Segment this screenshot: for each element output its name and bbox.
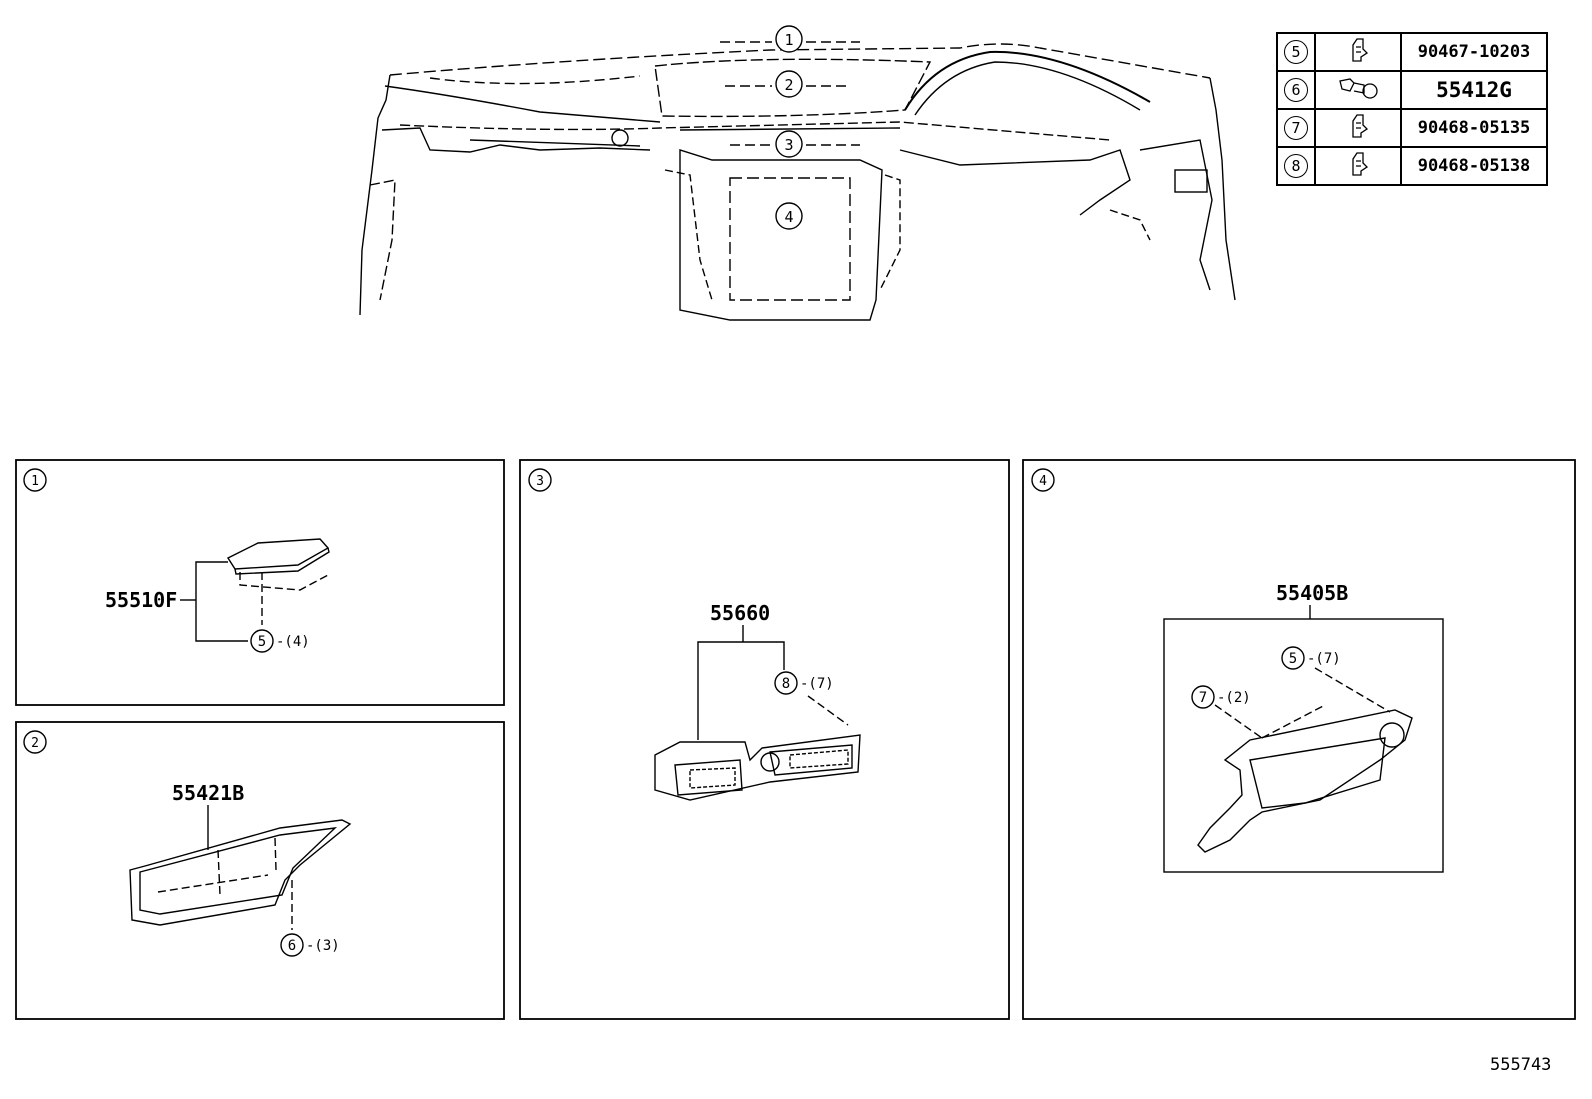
clip-icon bbox=[1352, 151, 1369, 176]
fastener-ref-label: 5 bbox=[1289, 651, 1297, 667]
callout-4 bbox=[775, 202, 803, 230]
push-pin-icon bbox=[1339, 77, 1378, 99]
part-number-cell: 55412G bbox=[1400, 70, 1548, 110]
table-ref-circle: 8 bbox=[1284, 154, 1308, 178]
part-number-label: 55405B bbox=[1276, 581, 1348, 605]
fastener-qty-label: -(7) bbox=[1307, 651, 1341, 667]
fastener-ref-label: 8 bbox=[782, 676, 790, 692]
clip-icon bbox=[1352, 113, 1369, 138]
panel-4-frame bbox=[1022, 459, 1576, 1020]
part-55421B-drawing bbox=[129, 805, 352, 957]
part-number-label: 55421B bbox=[172, 781, 244, 805]
overview-callout-1-label: 1 bbox=[784, 31, 793, 49]
table-row: 6 55412G bbox=[1276, 70, 1548, 110]
fastener-qty-label: -(7) bbox=[800, 676, 834, 692]
fastener-ref-label: 5 bbox=[258, 634, 266, 650]
part-number-label: 55510F bbox=[105, 588, 177, 612]
panel-3-ref-label: 3 bbox=[536, 474, 544, 489]
panel-3-frame bbox=[519, 459, 1010, 1020]
part-55510F-drawing bbox=[180, 538, 331, 653]
panel-2-ref-circle bbox=[23, 730, 47, 754]
panel-4-ref-circle bbox=[1031, 468, 1055, 492]
fastener-parts-table: 5 90467-10203 6 55412G 7 90468-05135 8 9… bbox=[1276, 32, 1548, 186]
panel-2-ref-label: 2 bbox=[31, 736, 39, 751]
fastener-ref-label: 6 bbox=[288, 938, 296, 954]
fastener-qty-label: -(2) bbox=[1217, 690, 1251, 706]
table-row: 8 90468-05138 bbox=[1276, 146, 1548, 186]
part-number-cell: 90468-05138 bbox=[1400, 146, 1548, 186]
callout-3 bbox=[775, 130, 803, 158]
part-55405B-drawing bbox=[1163, 605, 1444, 873]
panel-1-ref-circle bbox=[23, 468, 47, 492]
table-row: 5 90467-10203 bbox=[1276, 32, 1548, 72]
part-number-label: 55660 bbox=[710, 601, 770, 625]
overview-callout-2-label: 2 bbox=[784, 76, 793, 94]
dashboard-overview-drawing bbox=[359, 25, 1236, 321]
part-55660-drawing bbox=[654, 625, 861, 801]
callout-1 bbox=[775, 25, 803, 53]
fastener-qty-label: -(4) bbox=[276, 634, 310, 650]
table-ref-circle: 6 bbox=[1284, 78, 1308, 102]
panel-3-ref-circle bbox=[528, 468, 552, 492]
illustration-number: 555743 bbox=[1490, 1055, 1552, 1075]
panel-1-ref-label: 1 bbox=[31, 474, 39, 489]
part-number-cell: 90468-05135 bbox=[1400, 108, 1548, 148]
clip-icon bbox=[1352, 37, 1369, 62]
table-ref-circle: 5 bbox=[1284, 40, 1308, 64]
panel-1-frame bbox=[15, 459, 505, 706]
callout-2 bbox=[775, 70, 803, 98]
table-row: 7 90468-05135 bbox=[1276, 108, 1548, 148]
table-ref-circle: 7 bbox=[1284, 116, 1308, 140]
overview-callout-3-label: 3 bbox=[784, 136, 793, 154]
fastener-ref-label: 7 bbox=[1199, 690, 1207, 706]
part-number-cell: 90467-10203 bbox=[1400, 32, 1548, 72]
panel-2-frame bbox=[15, 721, 505, 1020]
panel-4-ref-label: 4 bbox=[1039, 474, 1047, 489]
overview-callout-4-label: 4 bbox=[784, 208, 793, 226]
fastener-qty-label: -(3) bbox=[306, 938, 340, 954]
